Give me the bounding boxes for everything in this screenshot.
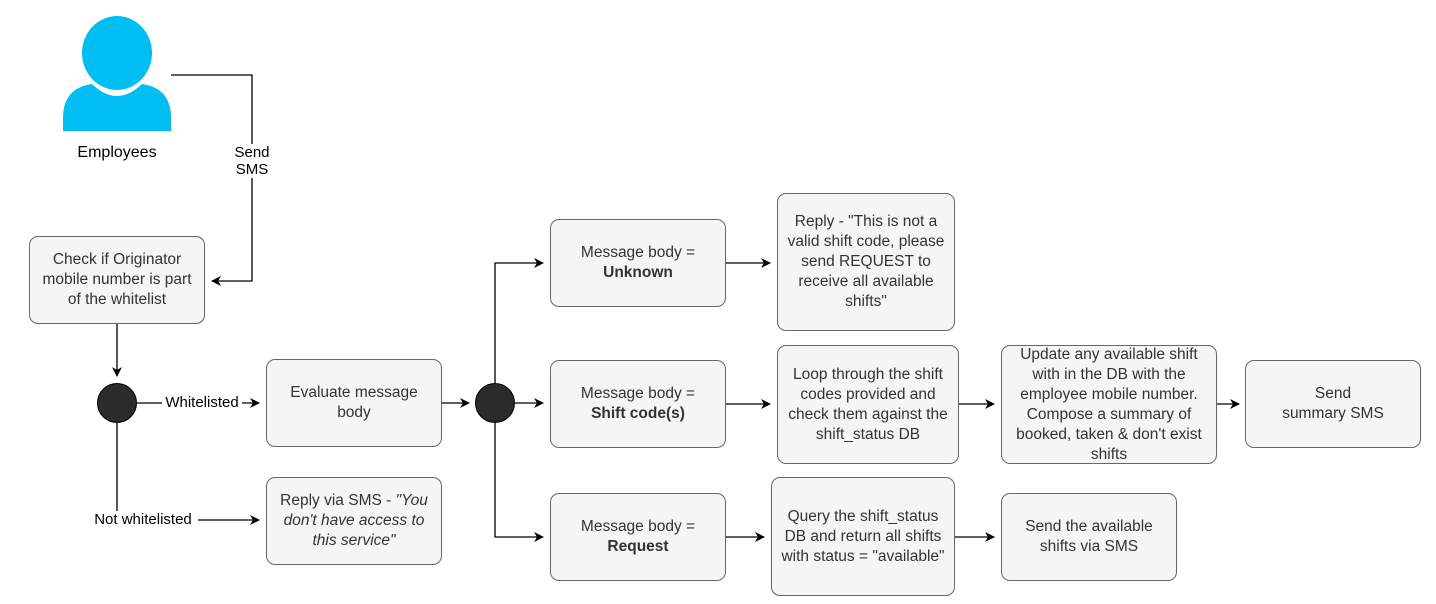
message-shift-prefix: Message body =: [580, 385, 696, 402]
send-available-shifts-node: Send the available shifts via SMS: [1001, 493, 1177, 581]
edge-label-whitelisted: Whitelisted: [162, 394, 242, 412]
edge-to-request: [494, 423, 544, 542]
evaluate-body-text: Evaluate message body: [290, 384, 418, 421]
check-whitelist-node: Check if Originator mobile number is par…: [29, 236, 205, 324]
reply-no-access-node: Reply via SMS - "You don't have access t…: [266, 477, 442, 565]
reply-invalid-code-text: Reply - "This is not a valid shift code,…: [787, 213, 945, 310]
message-shift-code-node: Message body = Shift code(s): [550, 360, 726, 448]
person-icon: [63, 16, 171, 131]
message-shift-value: Shift code(s): [591, 405, 685, 422]
send-summary-node: Send summary SMS: [1245, 360, 1421, 448]
whitelist-decision-node: [97, 383, 137, 423]
update-shift-text: Update any available shift with in the D…: [1016, 345, 1202, 463]
actor-label: Employees: [62, 144, 172, 162]
message-type-decision-node: [475, 383, 515, 423]
edge-not-whitelisted: [116, 423, 260, 525]
message-unknown-node: Message body = Unknown: [550, 219, 726, 307]
message-unknown-prefix: Message body =: [580, 244, 696, 261]
reply-no-access-message: "You don't have access to this service": [283, 492, 428, 549]
edge-to-unknown: [494, 258, 544, 383]
query-shift-status-node: Query the shift_status DB and return all…: [771, 477, 955, 596]
message-unknown-value: Unknown: [603, 264, 673, 281]
message-request-value: Request: [607, 538, 669, 555]
reply-no-access-prefix: Reply via SMS -: [280, 492, 396, 509]
edge-send-sms: [171, 74, 253, 286]
message-request-node: Message body = Request: [550, 493, 726, 581]
edge-label-not-whitelisted: Not whitelisted: [88, 511, 198, 529]
send-summary-text: Send summary SMS: [1282, 385, 1384, 422]
send-available-shifts-text: Send the available shifts via SMS: [1025, 518, 1153, 555]
check-whitelist-text: Check if Originator mobile number is par…: [42, 251, 192, 308]
reply-invalid-code-node: Reply - "This is not a valid shift code,…: [777, 193, 955, 331]
edge-label-send-sms: Send SMS: [226, 144, 278, 178]
loop-shift-codes-node: Loop through the shift codes provided an…: [777, 345, 959, 464]
query-shift-status-text: Query the shift_status DB and return all…: [781, 507, 945, 565]
update-shift-node: Update any available shift with in the D…: [1001, 345, 1217, 464]
message-request-prefix: Message body =: [580, 518, 696, 535]
evaluate-body-node: Evaluate message body: [266, 359, 442, 447]
loop-shift-codes-text: Loop through the shift codes provided an…: [788, 365, 948, 443]
